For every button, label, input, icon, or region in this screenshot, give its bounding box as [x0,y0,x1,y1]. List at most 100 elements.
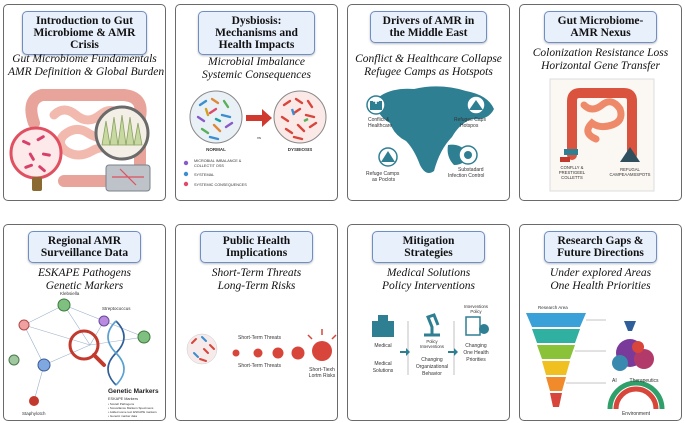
microscope-icon [424,313,440,337]
svg-text:Organizational: Organizational [416,364,448,370]
svg-text:ESKAPE Markers: ESKAPE Markers [108,397,138,401]
svg-text:Medical: Medical [374,361,391,367]
svg-text:COLLETTS: COLLETTS [561,175,583,180]
svg-text:Therapeutics: Therapeutics [630,378,659,384]
svg-text:Policy: Policy [426,339,438,344]
svg-text:SYSTEMAL: SYSTEMAL [194,173,214,177]
svg-text:Interventions: Interventions [420,344,444,349]
pathogen-nodes [8,298,151,406]
tent-icon [378,147,398,167]
panel-gut-amr-nexus: CONFLLY & PRESTIGEEL COLLETTS REFUGAL CA… [519,4,682,201]
svg-text:AI: AI [612,378,617,384]
syringe-icon [560,149,578,162]
svg-text:Refugee Caps: Refugee Caps [454,117,486,123]
vs-label: vs [257,135,261,140]
panel-title: Gut Microbiome-AMR Nexus [544,11,657,43]
svg-text:• Added some text ESKAPE marke: • Added some text ESKAPE markers [108,410,157,414]
svg-text:Policy: Policy [470,309,482,314]
svg-text:Klebsiella: Klebsiella [60,291,80,296]
panel-drivers-middle-east: Conflict & Healthcare Refugee Caps Hotsp… [347,4,510,201]
svg-text:Changing: Changing [465,343,487,349]
svg-text:Healthcare: Healthcare [368,123,392,129]
infection-control-icon [458,145,478,165]
gut-microbiome-illustration [9,89,151,192]
middle-east-map-illustration: Conflict & Healthcare Refugee Caps Hotsp… [366,86,494,183]
svg-text:• Scutell Pathogens: • Scutell Pathogens [108,402,135,406]
normal-label: NORMAL [206,147,226,152]
svg-text:CAMPEAAMSSPOTS: CAMPEAAMSSPOTS [610,172,651,177]
panel-dysbiosis: NORMAL vs DYSBIOSIS MICROBIAL IMBALANCE … [175,4,338,201]
environment-arc-icon [607,380,665,410]
svg-text:Staphylotch: Staphylotch [22,411,46,416]
dysbiosis-illustration: NORMAL vs DYSBIOSIS MICROBIAL IMBALANCE … [183,90,327,187]
svg-text:Short-Term Threats: Short-Term Threats [238,363,281,369]
threat-progression-dots [232,341,332,361]
bacteria-cluster-icon [186,333,218,365]
svg-text:Short-Term Threats: Short-Term Threats [238,335,281,341]
svg-text:Environment: Environment [622,411,651,417]
svg-text:MICROBIAL IMBALANCE &: MICROBIAL IMBALANCE & [194,159,242,163]
flask-icon [624,321,636,331]
research-funnel-illustration: Research Area AI Therapeutics Environmen… [526,305,665,417]
arrow-icon [400,348,458,356]
surveillance-network-illustration: Klebsiella Streptococcus Staphylotch Gen… [8,291,159,418]
threats-illustration: Short-Term Threats Short-Term Threats Sh… [186,329,337,379]
svg-text:Short-Tiexh: Short-Tiexh [309,367,335,373]
svg-text:COLLECTIT OSS: COLLECTIT OSS [194,164,224,168]
panel-research-gaps: Research Area AI Therapeutics Environmen… [519,224,682,421]
alert-burst-icon [307,329,337,340]
policy-clipboard-icon [465,316,489,336]
svg-text:• Scovellance Markers Specimen: • Scovellance Markers Specimens [108,406,154,410]
mitigation-illustration: Medical Policy Interventions Policy Inte… [372,304,489,377]
dysbiosis-label: DYSBIOSIS [288,147,313,152]
panel-regional-surveillance: Klebsiella Streptococcus Staphylotch Gen… [3,224,166,421]
svg-text:Substadard: Substadard [458,167,484,173]
svg-text:Changing: Changing [421,357,443,363]
svg-text:Interventions: Interventions [464,304,488,309]
dna-helix-icon [107,320,125,386]
svg-text:Medical: Medical [374,343,391,349]
network-lines [23,304,145,402]
refugee-camp-icon [466,95,486,115]
svg-text:Genetic Markers: Genetic Markers [108,388,159,395]
hospital-building-icon [372,315,394,337]
panel-mitigation: Medical Policy Interventions Policy Inte… [347,224,510,421]
svg-text:Solutions: Solutions [373,368,394,374]
panel-public-health: Short-Term Threats Short-Term Threats Sh… [175,224,338,421]
svg-text:SYSTEMIC CONSEQUENCES: SYSTEMIC CONSEQUENCES [194,183,247,187]
svg-text:Priorities: Priorities [466,357,486,363]
arrow-right-icon [246,109,272,127]
magnifier-villi-icon [94,105,151,192]
svg-text:Research Area: Research Area [538,305,568,310]
colon-icon [567,88,637,160]
magnifier-bacteria-icon [9,126,63,191]
magnifier-icon [68,329,106,367]
svg-text:CONFLLY &: CONFLLY & [561,165,584,170]
svg-text:Behavior: Behavior [422,371,442,377]
therapeutics-cluster-icon [612,339,654,371]
dysbiosis-circle-icon [273,90,327,144]
svg-text:Conflict &: Conflict & [368,117,390,123]
svg-text:• Genetic marker data: • Genetic marker data [108,414,137,418]
svg-text:One Health: One Health [463,350,489,356]
svg-text:Hotspos: Hotspos [460,123,479,129]
legend: MICROBIAL IMBALANCE & COLLECTIT OSS SYST… [183,159,247,187]
svg-text:Lortm Risks: Lortm Risks [309,373,336,379]
normal-microbiome-circle-icon [189,90,243,144]
svg-text:PRESTIGEEL: PRESTIGEEL [559,170,586,175]
